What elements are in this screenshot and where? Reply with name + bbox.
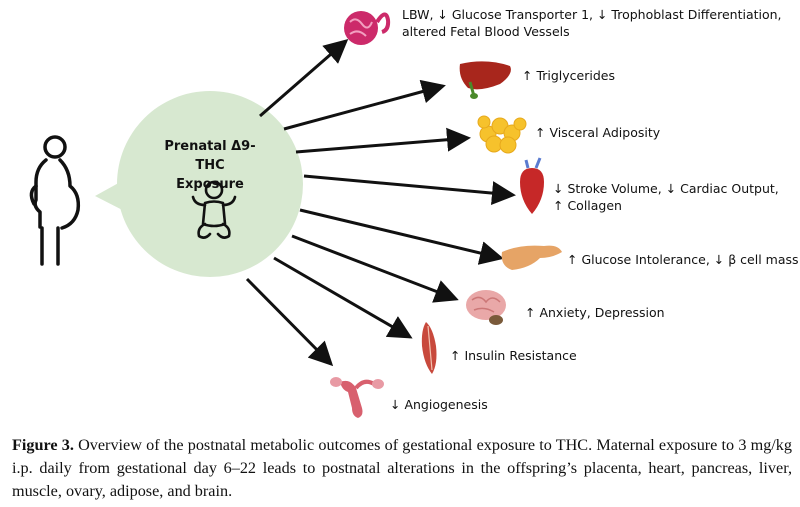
exposure-title: Prenatal Δ9-THC Exposure <box>150 137 270 194</box>
liver-outcome: ↑ Triglycerides <box>522 68 615 83</box>
baby-icon <box>191 180 237 239</box>
heart-outcome: ↓ Stroke Volume, ↓ Cardiac Output, ↑ Col… <box>553 180 779 214</box>
arrow-adipose <box>295 127 471 154</box>
exposure-title-line1: Prenatal Δ9-THC <box>164 139 256 173</box>
adipose-icon <box>477 115 527 154</box>
exposure-title-line2: Exposure <box>176 177 244 192</box>
caption-text: Overview of the postnatal metabolic outc… <box>12 436 792 500</box>
placenta-outcome-line2: altered Fetal Blood Vessels <box>402 24 570 39</box>
placenta-icon <box>344 11 391 45</box>
heart-outcome-line2: ↑ Collagen <box>553 198 622 213</box>
pregnant-woman-icon <box>29 135 81 266</box>
arrow-liver <box>283 79 446 131</box>
arrow-heart <box>303 174 516 206</box>
arrow-ovary <box>245 277 334 367</box>
brain-outcome: ↑ Anxiety, Depression <box>525 305 665 320</box>
arrow-pancreas <box>299 208 504 265</box>
pancreas-outcome: ↑ Glucose Intolerance, ↓ β cell mass <box>567 252 799 267</box>
arrow-brain <box>291 234 459 303</box>
heart-outcome-line1: ↓ Stroke Volume, ↓ Cardiac Output, <box>553 181 779 196</box>
placenta-outcome: LBW, ↓ Glucose Transporter 1, ↓ Trophobl… <box>402 6 782 40</box>
arrow-muscle <box>273 256 413 339</box>
outcome-arrows <box>245 39 516 367</box>
figure-caption: Figure 3. Overview of the postnatal meta… <box>12 434 792 503</box>
ovary-outcome: ↓ Angiogenesis <box>390 397 488 412</box>
liver-icon <box>459 61 511 99</box>
ovary-icon <box>330 377 384 418</box>
pancreas-icon <box>501 245 562 270</box>
placenta-outcome-line1: LBW, ↓ Glucose Transporter 1, ↓ Trophobl… <box>402 7 782 22</box>
heart-icon <box>520 157 544 214</box>
muscle-outcome: ↑ Insulin Resistance <box>450 348 577 363</box>
adipose-outcome: ↑ Visceral Adiposity <box>535 125 661 140</box>
figure-label: Figure 3. <box>12 436 74 454</box>
brain-icon <box>466 290 506 325</box>
arrow-placenta <box>259 39 349 118</box>
muscle-icon <box>421 322 437 374</box>
overview-diagram <box>29 11 562 418</box>
